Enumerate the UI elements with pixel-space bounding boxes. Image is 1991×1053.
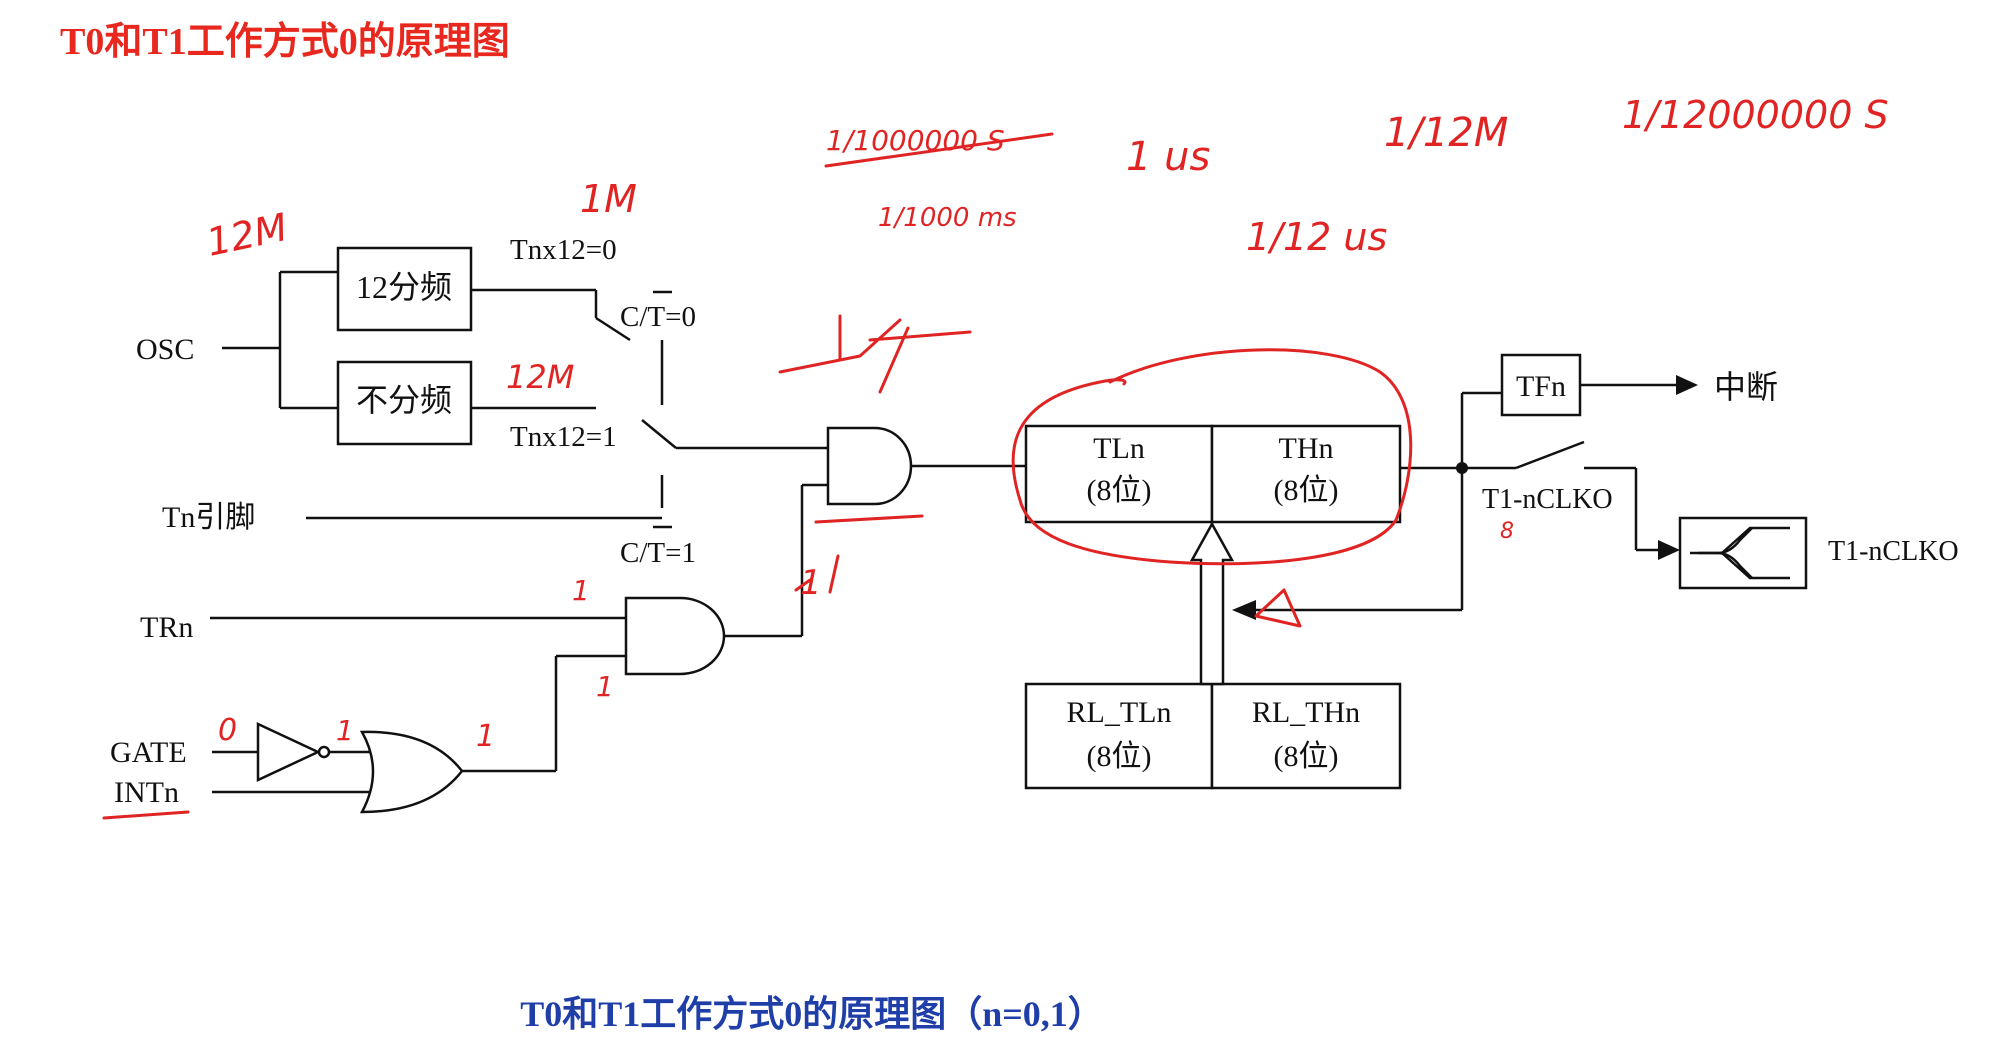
rl-th-name: RL_THn: [1252, 696, 1360, 729]
gate-label: GATE: [110, 736, 187, 769]
gate-level-ink: 0: [218, 713, 237, 748]
clko-mark-ink: 8: [1500, 519, 1514, 544]
tl-name: TLn: [1093, 432, 1145, 465]
divider-12: 12分频: [336, 246, 473, 332]
inv-out-ink: 1: [336, 714, 354, 747]
osc-freq-ink: 12M: [203, 205, 292, 265]
clko-output-label: T1-nCLKO: [1828, 536, 1959, 567]
tfn-label: TFn: [1516, 370, 1566, 403]
reload-arrow: [1189, 521, 1235, 686]
clko-output-block: [1678, 516, 1808, 590]
register-circle-ink: [1011, 348, 1413, 566]
inverter-gate: [256, 722, 321, 782]
register-tl: TLn (8位): [1024, 424, 1214, 524]
ct-0-label: C/T=0: [620, 301, 696, 333]
calc-1-ink: 1/1000000 S: [826, 124, 1005, 157]
trn-level-ink: 1: [572, 574, 590, 607]
tl-width: (8位): [1087, 474, 1152, 507]
register-rl-tl: RL_TLn (8位): [1024, 682, 1214, 790]
tnx12-1-label: Tnx12=1: [510, 421, 617, 453]
clko-switch: [1515, 440, 1585, 470]
rl-tl-width: (8位): [1087, 740, 1152, 773]
tn-pin-label: Tn引脚: [162, 501, 255, 534]
osc-label: OSC: [136, 333, 194, 366]
div-out-ink: 1M: [580, 177, 637, 221]
osc-block: OSC: [136, 270, 338, 410]
divider-12-label: 12分频: [356, 269, 452, 305]
nodiv-out-ink: 12M: [506, 358, 574, 396]
interrupt-arrow: [1676, 375, 1698, 395]
or-gate: [359, 730, 464, 814]
switch-ct: [641, 419, 677, 449]
switch-tnx12: [595, 316, 631, 342]
clko-arrow: [1658, 540, 1680, 560]
and2-out-ink: 1: [800, 563, 822, 603]
calc-2-ink: 1/1000 ms: [878, 203, 1017, 233]
register-rl-th: RL_THn (8位): [1210, 682, 1402, 790]
th-width: (8位): [1274, 474, 1339, 507]
and-out-ink: 1: [596, 670, 614, 703]
calc-5-ink: 1/12000000 S: [1622, 93, 1889, 137]
trn-label: TRn: [140, 611, 193, 644]
register-th: THn (8位): [1210, 424, 1402, 524]
or-out-ink: 1: [476, 719, 495, 754]
tnx12-0-label: Tnx12=0: [510, 234, 617, 266]
calc-3-ink: 1 us: [1126, 134, 1210, 180]
divider-none: 不分频: [336, 360, 473, 446]
calc-4-ink: 1/12M: [1384, 110, 1508, 156]
diagram-caption: T0和T1工作方式0的原理图（n=0,1）: [520, 994, 1104, 1034]
and-gate-count: [826, 426, 913, 506]
clko-switch-label: T1-nCLKO: [1482, 484, 1613, 515]
interrupt-label: 中断: [1714, 369, 1778, 405]
rl-tl-name: RL_TLn: [1067, 696, 1172, 729]
divider-none-label: 不分频: [356, 382, 452, 418]
rl-th-width: (8位): [1274, 740, 1339, 773]
page-title: T0和T1工作方式0的原理图: [60, 21, 510, 63]
reload-trigger-arrow: [1232, 600, 1256, 620]
intn-label: INTn: [114, 776, 179, 809]
inverter-bubble: [317, 745, 331, 759]
th-name: THn: [1279, 432, 1334, 465]
handwritten-annotations: 12M 1M 12M 1/1000000 S 1/1000 ms 1 us 1/…: [102, 93, 1889, 820]
and-gate-trn: [624, 596, 726, 676]
ct-1-label: C/T=1: [620, 537, 696, 569]
tfn-flag: TFn: [1500, 353, 1582, 417]
calc-6-ink: 1/12 us: [1246, 215, 1387, 259]
